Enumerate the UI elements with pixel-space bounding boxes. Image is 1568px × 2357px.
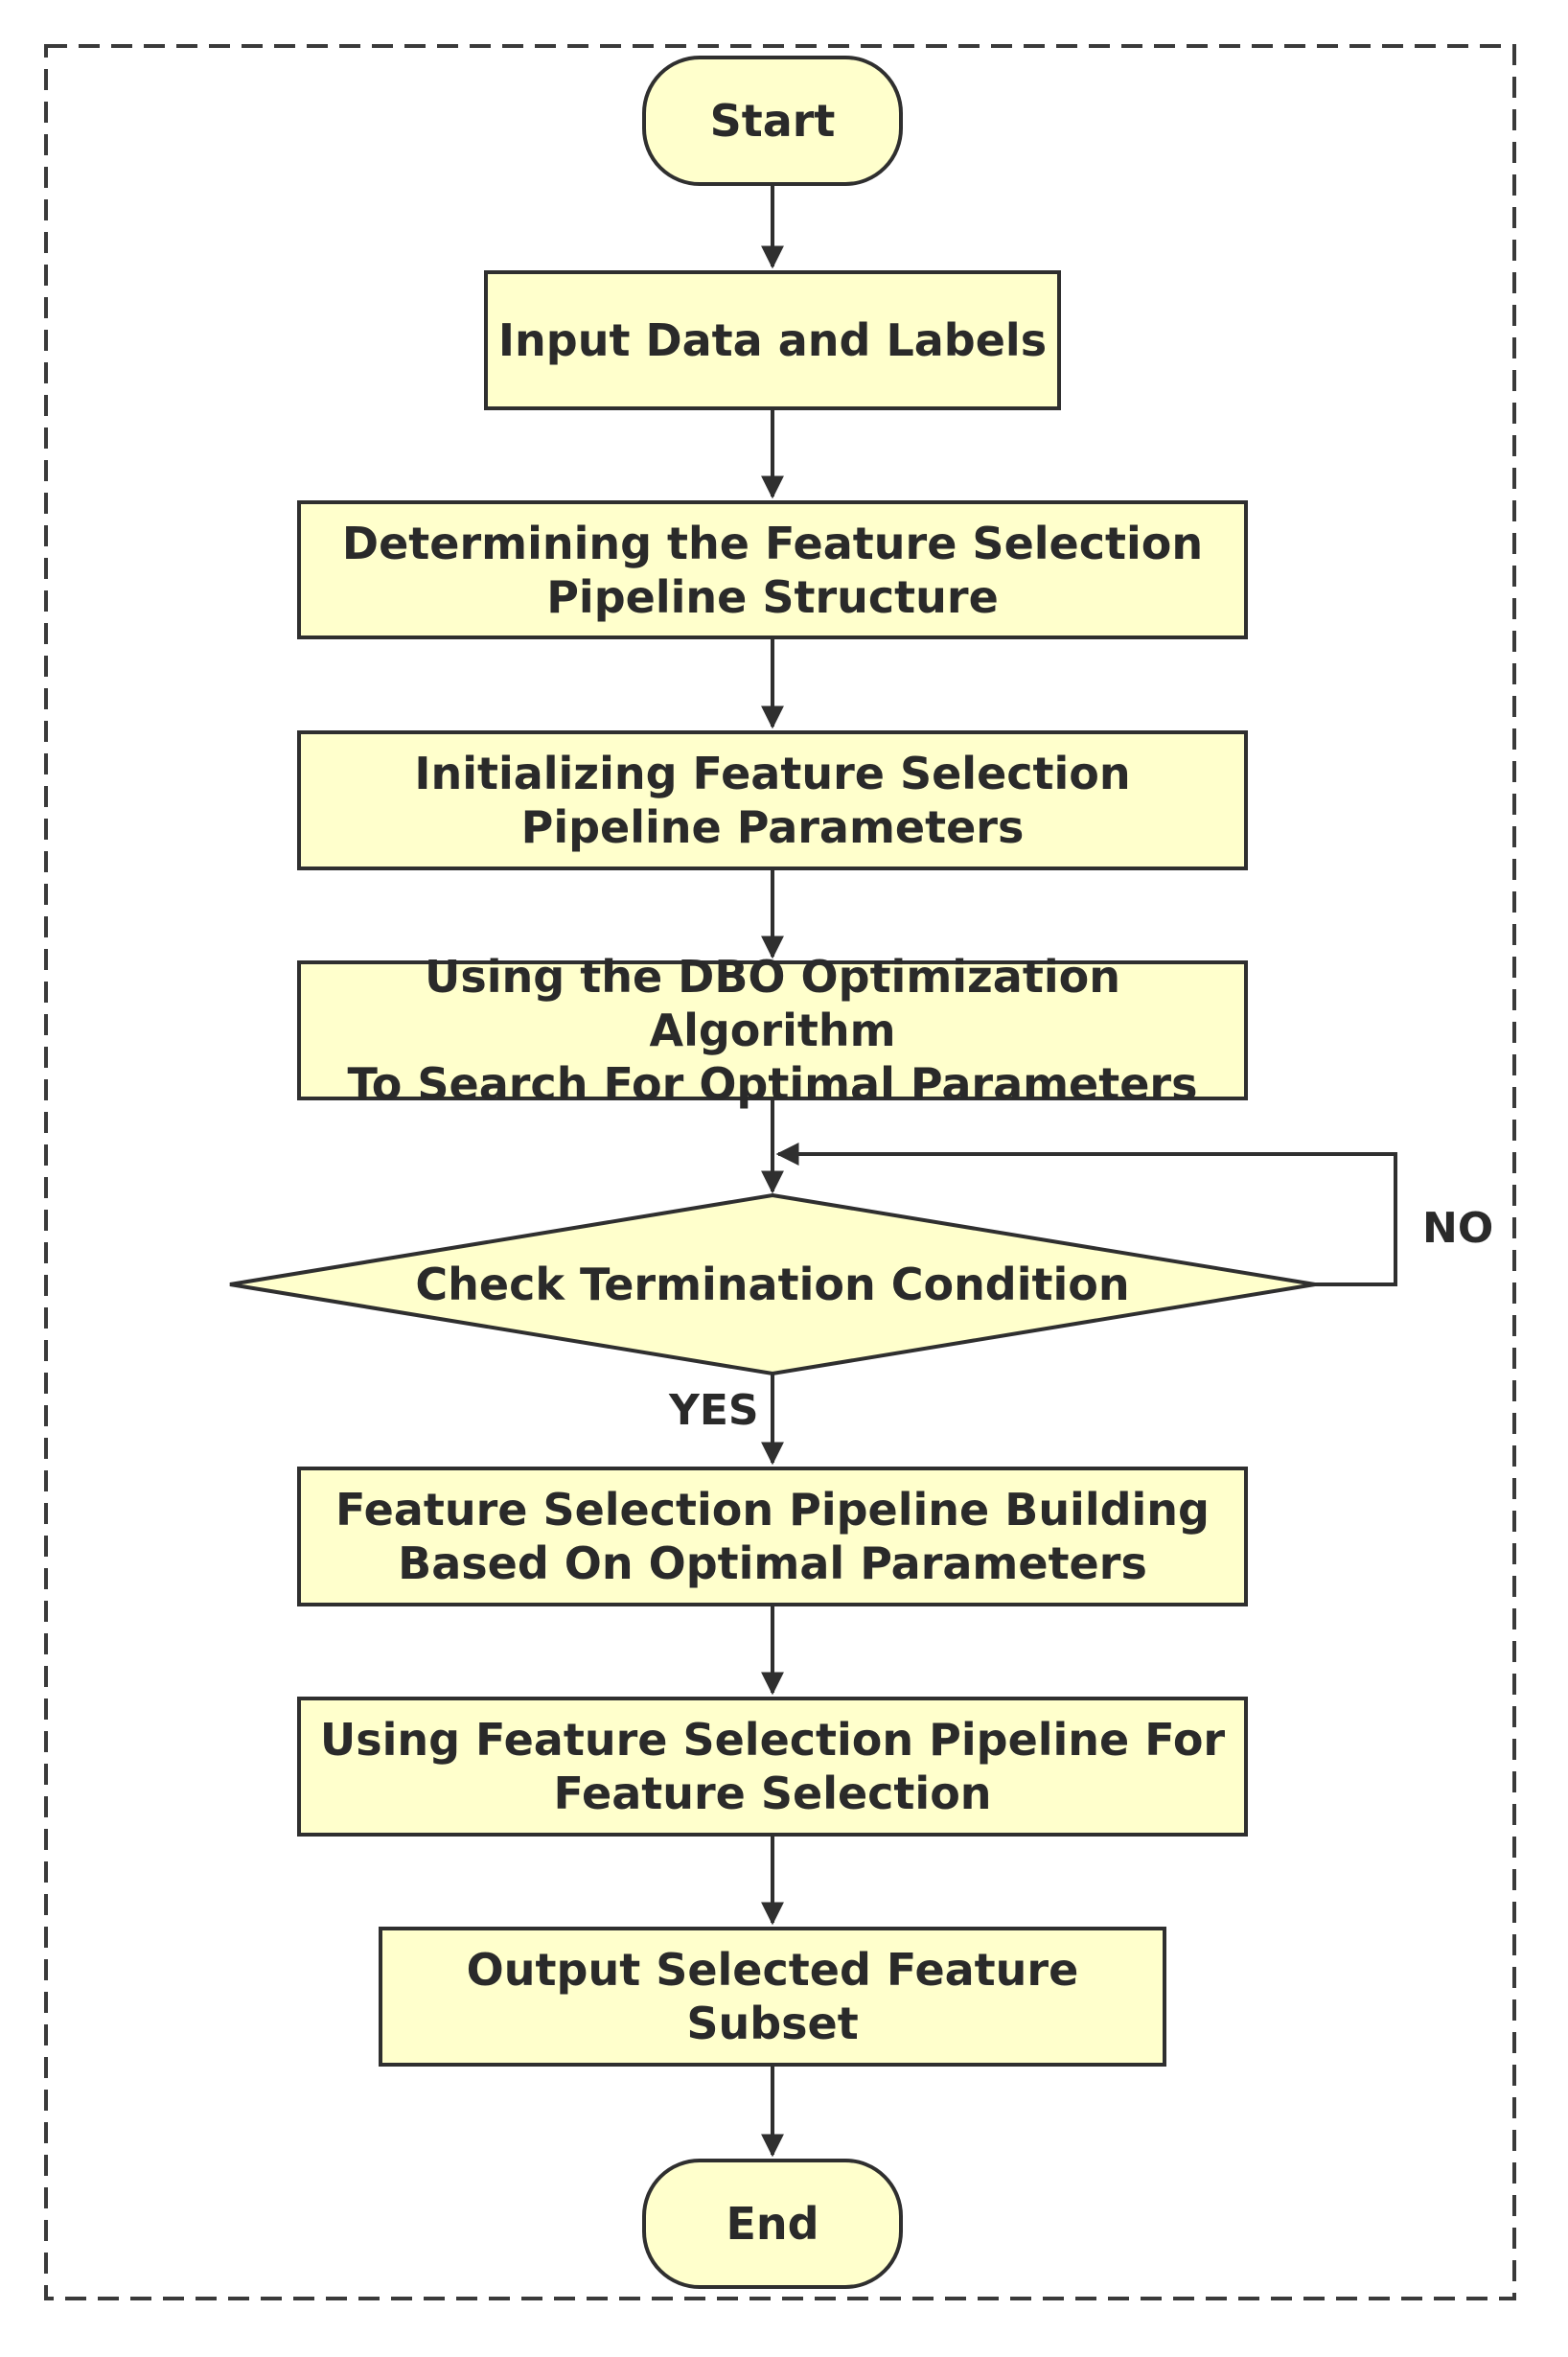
output-node: Output Selected Feature Subset <box>379 1927 1166 2067</box>
no-label: NO <box>1422 1204 1494 1253</box>
determine-node: Determining the Feature Selection Pipeli… <box>297 500 1248 639</box>
end-node: End <box>642 2159 903 2289</box>
dbo-node: Using the DBO Optimization Algorithm To … <box>297 951 1248 1110</box>
start-label: Start <box>709 95 836 147</box>
use-node: Using Feature Selection Pipeline For Fea… <box>297 1697 1248 1837</box>
arrow-no-loop-back <box>775 1143 1397 1286</box>
yes-label: YES <box>669 1386 759 1435</box>
input-label: Input Data and Labels <box>497 314 1048 366</box>
start-node: Start <box>642 56 903 186</box>
output-label: Output Selected Feature Subset <box>466 1944 1079 2049</box>
end-label: End <box>726 2198 819 2250</box>
build-node: Feature Selection Pipeline Building Base… <box>297 1467 1248 1606</box>
dbo-label: Using the DBO Optimization Algorithm To … <box>347 951 1198 1110</box>
check-label: Check Termination Condition <box>415 1259 1130 1310</box>
decision-diamond <box>229 1192 1316 1376</box>
build-label: Feature Selection Pipeline Building Base… <box>335 1484 1210 1589</box>
use-label: Using Feature Selection Pipeline For Fea… <box>319 1714 1226 1819</box>
input-node: Input Data and Labels <box>484 270 1061 410</box>
initialize-node: Initializing Feature Selection Pipeline … <box>297 730 1248 870</box>
initialize-label: Initializing Feature Selection Pipeline … <box>414 748 1131 853</box>
dashed-frame <box>44 44 1516 2300</box>
determine-label: Determining the Feature Selection Pipeli… <box>341 517 1204 623</box>
